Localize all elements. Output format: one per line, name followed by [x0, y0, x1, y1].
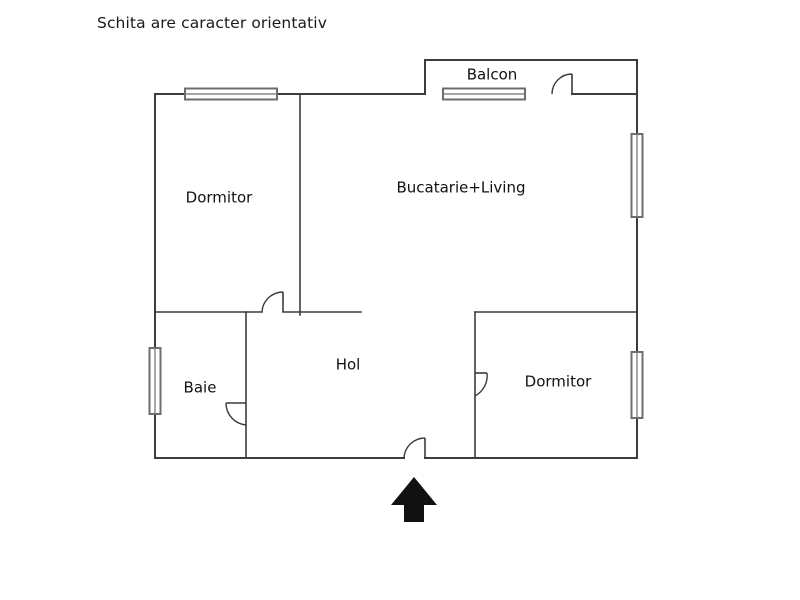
door-dormitor-bottom — [474, 372, 488, 397]
door-dormitor-top — [261, 291, 284, 313]
window-dormitor-top — [184, 87, 278, 101]
window-baie-left — [148, 347, 162, 415]
page-title: Schita are caracter orientativ — [97, 14, 327, 32]
window-living-right — [630, 133, 644, 218]
room-label-hol: Hol — [336, 356, 361, 374]
window-balcon — [442, 87, 526, 101]
room-labels-group: Balcon Dormitor Bucatarie+Living Baie Ho… — [184, 66, 593, 397]
wall-balcony-outline — [424, 59, 638, 95]
window-dormitor-right — [630, 351, 644, 419]
door-balcon — [551, 73, 573, 95]
entrance-arrow — [391, 477, 437, 522]
door-baie — [225, 402, 247, 426]
walls-group — [154, 59, 638, 459]
doors-group — [225, 73, 573, 459]
door-entrance — [403, 437, 426, 459]
windows-group — [148, 87, 644, 419]
room-label-dormitor-top: Dormitor — [186, 189, 253, 207]
room-label-balcon: Balcon — [467, 66, 518, 84]
room-label-baie: Baie — [184, 379, 217, 397]
room-label-dormitor-bottom: Dormitor — [525, 373, 592, 391]
room-label-bucatarie-living: Bucatarie+Living — [396, 179, 525, 197]
